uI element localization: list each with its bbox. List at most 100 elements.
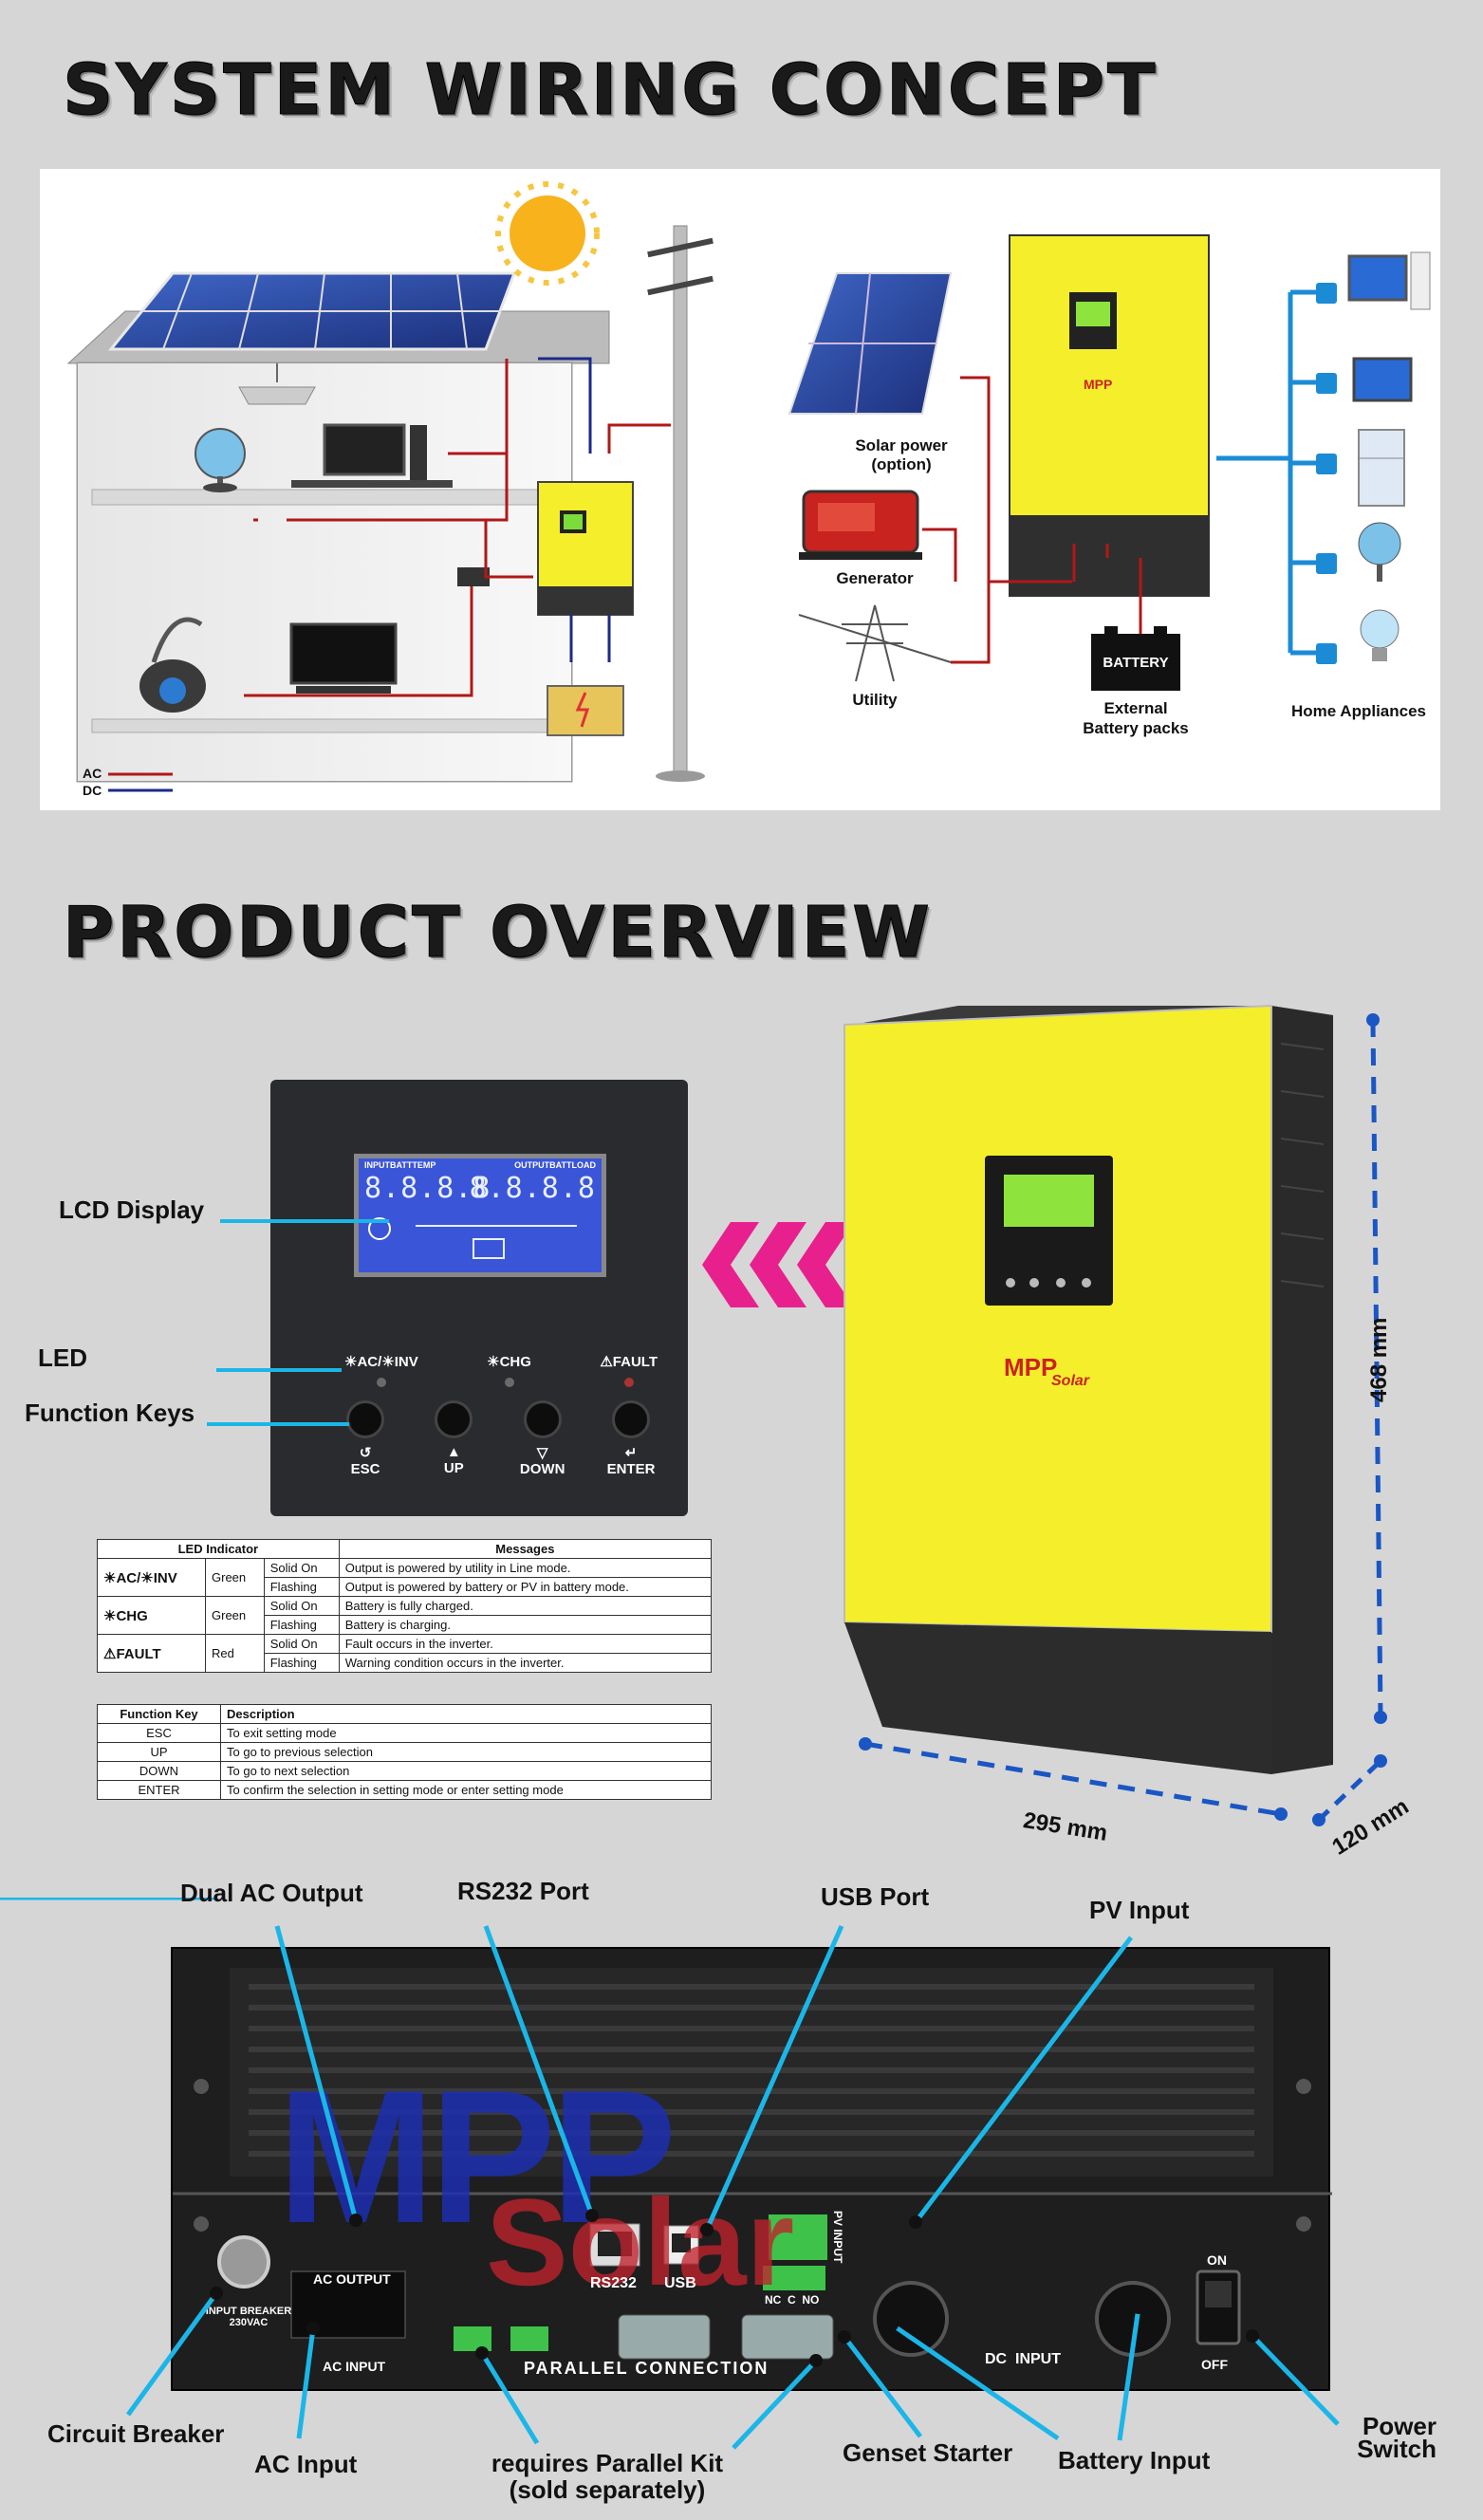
rs232-port-callout: RS232 Port (457, 1877, 589, 1905)
esc-key[interactable]: ↺ ESC (327, 1400, 403, 1477)
fan-icon (1358, 522, 1401, 582)
ac-input-callout: AC Input (254, 2450, 358, 2478)
key-cell: ENTER (97, 1780, 221, 1800)
battery-label: BATTERY (1103, 655, 1169, 671)
usb-port-callout: USB Port (821, 1882, 930, 1911)
state-cell: Solid On (263, 1558, 340, 1578)
description-cell: To go to previous selection (220, 1742, 712, 1762)
parallel-connection-label: PARALLEL CONNECTION (524, 2359, 769, 2378)
ac-output-panel-label: AC OUTPUT (313, 2271, 391, 2287)
battery-icon (1091, 626, 1180, 691)
description-cell: To confirm the selection in setting mode… (220, 1780, 712, 1800)
genset-terminal[interactable] (763, 2266, 825, 2290)
lcd-top-right-text: OUTPUTBATTLOAD (514, 1160, 596, 1170)
state-cell: Flashing (263, 1615, 340, 1635)
home-appliances-label: Home Appliances (1290, 702, 1427, 720)
nc-c-no-label: NC C NO (765, 2293, 820, 2307)
appliance-bus (1216, 289, 1316, 656)
svg-text:MPP: MPP (1084, 377, 1112, 392)
table-row: ☀CHG Green Solid On Battery is fully cha… (97, 1596, 713, 1635)
rs232-panel-label: RS232 (590, 2275, 637, 2291)
key-cell: DOWN (97, 1761, 221, 1781)
ac-wave-icon (368, 1217, 391, 1240)
led-table-header-messages: Messages (338, 1539, 713, 1559)
led-fault-label: ⚠FAULT (600, 1354, 658, 1370)
lcd-flow-line (416, 1225, 577, 1227)
led-indicator-table: LED Indicator Messages ☀AC/☀INV Green So… (97, 1539, 713, 1673)
led-chg-light (504, 1378, 514, 1387)
key-cell: UP (97, 1742, 221, 1762)
led-ac-inv-label: ☀AC/☀INV (344, 1354, 418, 1370)
lcd-top-left-text: INPUTBATTTEMP (364, 1160, 436, 1170)
inverter-unit-illustration: MPP Solar (843, 1004, 1387, 1826)
led-callout-line (216, 1368, 342, 1372)
external-battery-label: External Battery packs (1083, 699, 1189, 737)
function-keys-callout-line (207, 1422, 349, 1426)
junction-box (457, 567, 490, 586)
table-row: Flashing Warning condition occurs in the… (98, 1653, 713, 1673)
height-dimension-label: 468 mm (1366, 1317, 1392, 1402)
switch-off-label: OFF (1201, 2357, 1228, 2372)
switch-on-label: ON (1207, 2252, 1227, 2268)
inverter-logo: MPP (1004, 1353, 1057, 1381)
main-inverter-icon: MPP (1009, 234, 1210, 597)
lcd-display-callout: LCD Display (59, 1195, 205, 1224)
svg-text:Solar: Solar (1051, 1373, 1090, 1389)
width-dimension-line (864, 1741, 1282, 1817)
vacuum-cleaner-icon (139, 617, 206, 713)
state-cell: Flashing (263, 1653, 340, 1673)
fkey-table-header-desc: Description (220, 1704, 712, 1724)
message-cell: Battery is fully charged. (338, 1596, 713, 1616)
table-row: Flashing Battery is charging. (98, 1615, 713, 1635)
dc-input-negative[interactable] (873, 2281, 949, 2357)
lcd-digits-left: 8.8.8.8 (364, 1172, 491, 1205)
sun-icon (495, 181, 600, 286)
parallel-db-port-b[interactable] (741, 2314, 834, 2360)
genset-starter-callout: Genset Starter (843, 2438, 1013, 2467)
parallel-kit-callout: requires Parallel Kit (sold separately) (491, 2449, 724, 2504)
brand-watermark-solar: Solar (486, 2173, 795, 2311)
wiring-diagram-art: AC DC MPP (66, 181, 1431, 798)
generator-label: Generator (836, 569, 914, 587)
down-key[interactable]: ▽ DOWN (505, 1400, 581, 1477)
solar-panel-icon (788, 272, 953, 415)
legend-ac-label: AC (83, 766, 102, 781)
circuit-breaker-knob[interactable] (217, 2235, 270, 2288)
overview-heading: PRODUCT OVERVIEW (63, 892, 933, 974)
key-row: ↺ ESC ▲ UP ▽ DOWN ↵ ENTER (327, 1400, 669, 1477)
parallel-terminal-a[interactable] (454, 2326, 491, 2351)
message-cell: Output is powered by utility in Line mod… (338, 1558, 713, 1578)
solar-power-label: Solar power (option) (855, 436, 948, 473)
down-key-symbol: ▽ (536, 1445, 548, 1461)
message-cell: Warning condition occurs in the inverter… (338, 1653, 713, 1673)
lcd-screen: INPUTBATTTEMP OUTPUTBATTLOAD 8.8.8.8 8.8… (359, 1158, 602, 1272)
parallel-terminal-b[interactable] (510, 2326, 548, 2351)
message-cell: Fault occurs in the inverter. (338, 1634, 713, 1654)
depth-dimension-line (1317, 1759, 1382, 1822)
up-key-label: UP (443, 1460, 464, 1476)
ac-input-panel-label: AC INPUT (323, 2359, 386, 2374)
height-dimension-line (1370, 1019, 1383, 1718)
house-inverter-icon (537, 481, 634, 616)
lcd-bezel: INPUTBATTTEMP OUTPUTBATTLOAD 8.8.8.8 8.8… (354, 1154, 606, 1277)
transmission-tower-icon (798, 604, 952, 682)
desk-monitor-icon (291, 423, 453, 488)
rear-panel-art (173, 1968, 1332, 2360)
brand-watermark: MPP (277, 2051, 677, 2263)
input-breaker-label: INPUT BREAKER 230VAC (205, 2306, 292, 2328)
description-cell: To go to next selection (220, 1761, 712, 1781)
message-cell: Battery is charging. (338, 1615, 713, 1635)
up-key-symbol: ▲ (446, 1444, 461, 1460)
led-cell: ⚠FAULT (97, 1634, 206, 1673)
battery-input-callout: Battery Input (1058, 2446, 1211, 2474)
pv-input-terminal[interactable] (769, 2214, 827, 2260)
roof-solar-panel (107, 271, 517, 351)
up-key[interactable]: ▲ UP (416, 1400, 491, 1477)
led-fault: ⚠FAULT (600, 1353, 658, 1387)
dc-input-panel-label: DC INPUT (985, 2351, 1061, 2367)
pv-input-callout: PV Input (1089, 1896, 1190, 1924)
parallel-db-port-a[interactable] (618, 2314, 711, 2360)
enter-key[interactable]: ↵ ENTER (593, 1400, 669, 1477)
table-row: DOWN To go to next selection (97, 1761, 712, 1781)
color-cell: Red (205, 1634, 265, 1673)
